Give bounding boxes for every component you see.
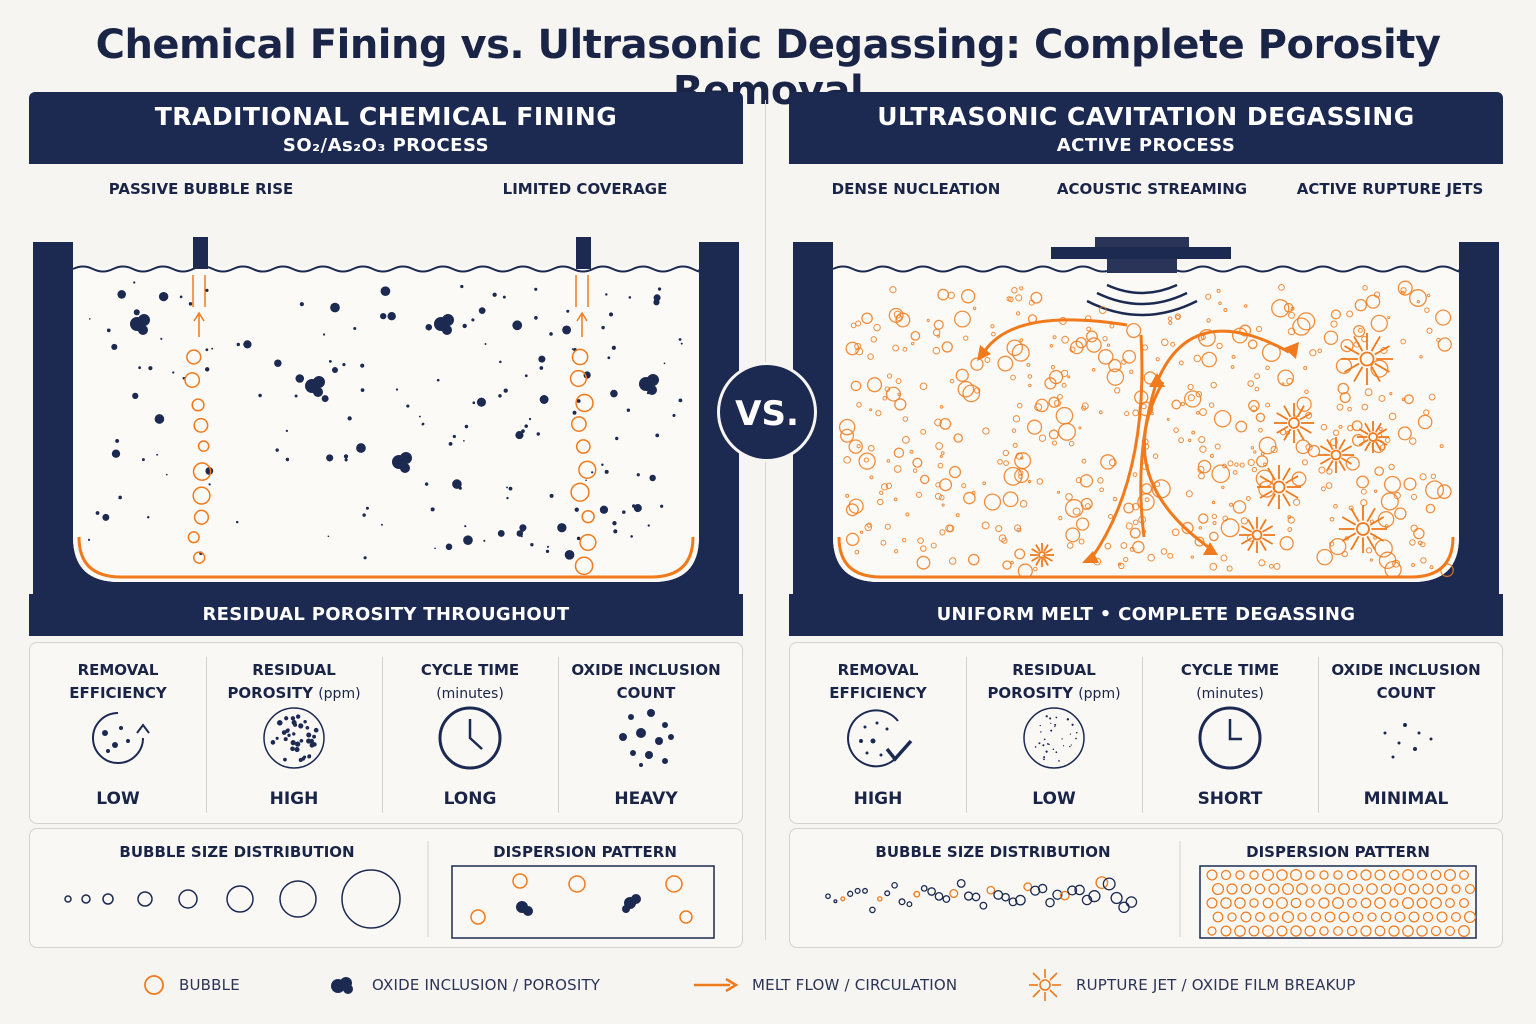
left-band: RESIDUAL POROSITY THROUGHOUT [29, 594, 743, 636]
legend-item-rupture: RUPTURE JET / OXIDE FILM BREAKUP [1028, 968, 1356, 1002]
metric-value: LOW [1032, 789, 1076, 809]
metric-value: HIGH [853, 789, 903, 809]
metric-label: EFFICIENCY [69, 684, 167, 702]
flow-arrow-icon [694, 977, 738, 993]
metric-label: COUNT [1376, 684, 1436, 702]
metric-oxide-inclusion-count: OXIDE INCLUSION COUNT MINIMAL [1318, 643, 1494, 823]
few-dots-icon [1383, 723, 1433, 759]
oxide-inclusion-icon [331, 977, 353, 994]
metric-label: RESIDUAL [1012, 661, 1096, 679]
metric-label: REMOVAL [837, 661, 919, 679]
left-dispersion-pattern [451, 865, 715, 939]
callout-passive-bubble-rise: PASSIVE BUBBLE RISE [108, 180, 294, 198]
metric-label: POROSITY [227, 684, 313, 702]
distribution-label: BUBBLE SIZE DISTRIBUTION [875, 843, 1111, 861]
center-divider [765, 100, 766, 940]
metric-removal-efficiency: REMOVAL EFFICIENCY HIGH [790, 643, 966, 823]
dense-dots-icon [263, 707, 325, 769]
ultrasonic-degassing-panel: ULTRASONIC CAVITATION DEGASSING ACTIVE P… [789, 92, 1503, 948]
sparse-dots-icon [1023, 707, 1085, 769]
left-subheading: SO₂/As₂O₃ PROCESS [282, 135, 490, 156]
metric-oxide-inclusion-count: OXIDE INCLUSION COUNT HEAVY [558, 643, 734, 823]
legend-label: RUPTURE JET / OXIDE FILM BREAKUP [1076, 976, 1356, 994]
vs-badge: VS. [717, 362, 817, 462]
metric-label: COUNT [616, 684, 676, 702]
right-panel-header: ULTRASONIC CAVITATION DEGASSING ACTIVE P… [789, 92, 1503, 164]
callout-active-rupture-jets: ACTIVE RUPTURE JETS [1296, 180, 1484, 198]
clock-icon [1198, 706, 1262, 770]
metric-value: MINIMAL [1363, 789, 1449, 809]
dispersion-label: DISPERSION PATTERN [493, 843, 677, 861]
left-heading: TRADITIONAL CHEMICAL FINING [154, 102, 618, 131]
metric-value: LOW [96, 789, 140, 809]
metric-label: CYCLE TIME [420, 661, 520, 679]
metric-value: HEAVY [614, 789, 678, 809]
right-heading: ULTRASONIC CAVITATION DEGASSING [877, 102, 1415, 131]
callout-limited-coverage: LIMITED COVERAGE [502, 180, 668, 198]
chemical-fining-panel: TRADITIONAL CHEMICAL FINING SO₂/As₂O₃ PR… [29, 92, 743, 948]
left-injector-2 [576, 237, 591, 269]
legend: BUBBLE OXIDE INCLUSION / POROSITY MELT F… [0, 968, 1536, 1002]
callout-dense-nucleation: DENSE NUCLEATION [831, 180, 1001, 198]
page-title: Chemical Fining vs. Ultrasonic Degassing… [95, 22, 1441, 114]
right-dispersion-pattern [1199, 865, 1477, 939]
callout-acoustic-streaming: ACOUSTIC STREAMING [1056, 180, 1248, 198]
ultrasonic-tank [793, 237, 1499, 597]
metric-label: POROSITY [987, 684, 1073, 702]
dispersion-label: DISPERSION PATTERN [1246, 843, 1430, 861]
left-injector-1 [193, 237, 208, 269]
metric-value: SHORT [1197, 789, 1263, 809]
legend-label: MELT FLOW / CIRCULATION [752, 976, 958, 994]
metric-label: OXIDE INCLUSION [571, 661, 721, 679]
metric-unit: (minutes) [436, 686, 504, 702]
metric-cycle-time: CYCLE TIME (minutes) SHORT [1142, 643, 1318, 823]
metric-value: HIGH [269, 789, 319, 809]
metric-label: RESIDUAL [252, 661, 336, 679]
clock-icon [438, 706, 502, 770]
right-distribution-box: BUBBLE SIZE DISTRIBUTION DISPERSION PATT… [789, 828, 1503, 948]
left-bubble-size-distribution [64, 841, 715, 939]
metric-label: OXIDE INCLUSION [1331, 661, 1481, 679]
metric-label: REMOVAL [77, 661, 159, 679]
right-band: UNIFORM MELT • COMPLETE DEGASSING [789, 594, 1503, 636]
metric-residual-porosity: RESIDUAL POROSITY (ppm) LOW [966, 643, 1142, 823]
metric-residual-porosity: RESIDUAL POROSITY (ppm) HIGH [206, 643, 382, 823]
right-subheading: ACTIVE PROCESS [1056, 135, 1236, 156]
metric-label: CYCLE TIME [1180, 661, 1280, 679]
legend-item-flow: MELT FLOW / CIRCULATION [692, 968, 957, 1002]
left-distribution-box: BUBBLE SIZE DISTRIBUTION DISPERSION PATT… [29, 828, 743, 948]
melt-flow-arrows [982, 318, 1290, 560]
rupture-jet-icon [1029, 969, 1061, 1001]
metric-unit: (ppm) [318, 686, 361, 702]
bubble-icon [144, 975, 164, 995]
metric-value: LONG [443, 789, 497, 809]
metric-label: EFFICIENCY [829, 684, 927, 702]
legend-item-bubble: BUBBLE [143, 968, 240, 1002]
right-metrics: REMOVAL EFFICIENCY HIGH RESIDUAL POROSITY … [789, 642, 1503, 824]
metric-cycle-time: CYCLE TIME (minutes) LONG [382, 643, 558, 823]
metric-unit: (minutes) [1196, 686, 1264, 702]
metric-removal-efficiency: REMOVAL EFFICIENCY LOW [30, 643, 206, 823]
chemical-fining-tank [33, 237, 739, 597]
checkmark-dots-icon [847, 709, 913, 768]
ultrasonic-horn [1051, 237, 1231, 273]
legend-label: BUBBLE [179, 976, 240, 994]
legend-label: OXIDE INCLUSION / POROSITY [372, 976, 601, 994]
legend-item-oxide: OXIDE INCLUSION / POROSITY [328, 968, 600, 1002]
right-bubble-size-distribution [825, 841, 1477, 939]
distribution-label: BUBBLE SIZE DISTRIBUTION [119, 843, 355, 861]
left-metrics: REMOVAL EFFICIENCY LOW RESIDUAL POROSITY (… [29, 642, 743, 824]
inclusion-cluster-icon [619, 709, 674, 767]
circular-arrow-icon [92, 712, 150, 764]
left-panel-header: TRADITIONAL CHEMICAL FINING SO₂/As₂O₃ PR… [29, 92, 743, 164]
metric-unit: (ppm) [1078, 686, 1121, 702]
